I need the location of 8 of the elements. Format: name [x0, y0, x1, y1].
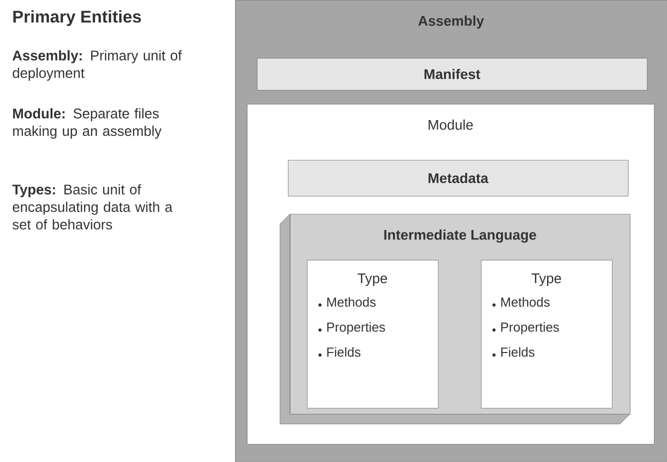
band-box: Metadata — [288, 160, 628, 196]
description: Assembly: Primary unit of deployment — [12, 50, 182, 81]
type-box: Type Methods Properties Fields — [307, 260, 438, 408]
description: Module: Separate files making up an assembly — [13, 108, 162, 139]
type-box: Type Methods Properties Fields — [481, 260, 612, 408]
band-box: Manifest — [257, 58, 648, 90]
description: Types: Basic unit of encapsulating data with a set of behaviors — [12, 184, 172, 230]
heading: Primary Entities — [13, 10, 141, 26]
